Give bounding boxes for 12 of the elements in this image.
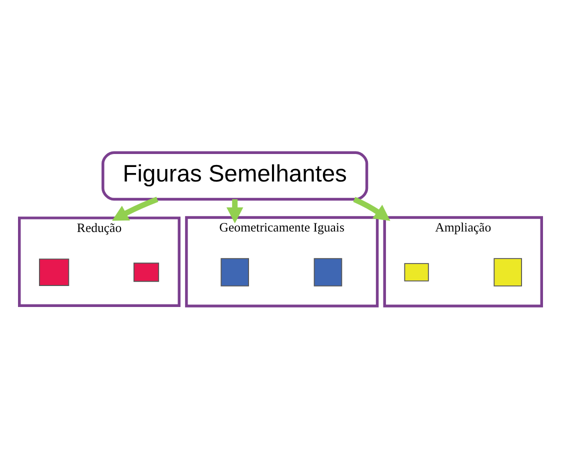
node-box: Figuras Semelhantes bbox=[102, 150, 368, 200]
node-box bbox=[39, 258, 70, 286]
node-box bbox=[494, 258, 522, 286]
node-box bbox=[220, 258, 249, 286]
arrow bbox=[226, 198, 244, 223]
node-box bbox=[314, 258, 342, 286]
cluster: Geometricamente Iguais bbox=[185, 216, 379, 307]
node-box bbox=[404, 262, 429, 281]
node-box bbox=[134, 262, 160, 282]
arrow bbox=[112, 196, 158, 220]
cluster: Ampliação bbox=[383, 216, 543, 307]
cluster: Redução bbox=[18, 216, 181, 306]
